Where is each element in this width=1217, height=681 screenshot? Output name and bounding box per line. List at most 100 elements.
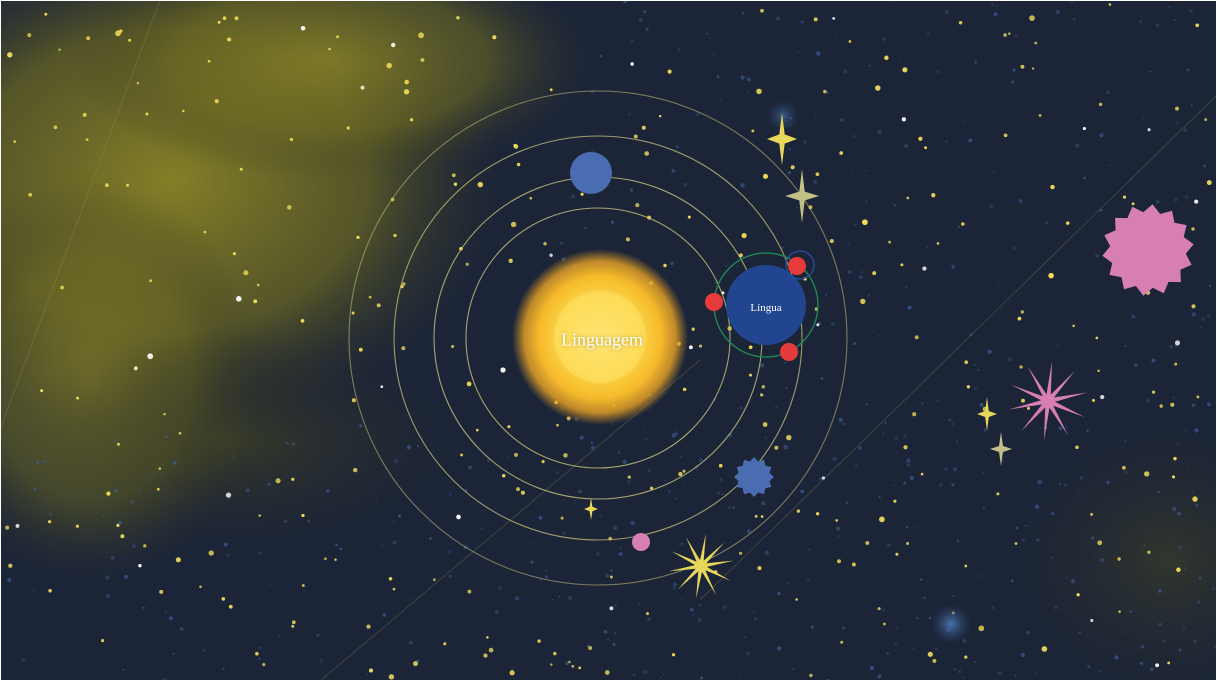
dust-dot xyxy=(808,548,810,551)
star-dot xyxy=(291,620,296,625)
dust-dot xyxy=(646,617,652,622)
dust-dot xyxy=(903,481,907,485)
star-dot xyxy=(1029,15,1035,21)
dust-dot xyxy=(1063,435,1065,437)
dust-dot xyxy=(1079,475,1084,480)
star-dot xyxy=(101,639,105,643)
dust-dot xyxy=(1195,64,1197,67)
star-dot xyxy=(549,88,553,92)
star-dot xyxy=(748,345,753,350)
dust-dot xyxy=(865,403,868,406)
star-dot xyxy=(563,453,568,458)
dust-dot xyxy=(648,97,651,100)
star-dot xyxy=(467,589,472,594)
dust-dot xyxy=(974,661,977,664)
star-dot xyxy=(217,20,221,24)
star-dot xyxy=(256,283,260,287)
dust-dot xyxy=(1086,429,1089,432)
dust-dot xyxy=(578,489,582,494)
dust-dot xyxy=(994,495,996,497)
star-dot xyxy=(966,385,971,389)
dust-dot xyxy=(692,613,695,617)
dust-dot xyxy=(997,671,1002,676)
dust-dot xyxy=(1106,480,1110,484)
star-dot xyxy=(476,428,479,432)
star-dot xyxy=(53,125,58,130)
star-dot xyxy=(1175,106,1179,111)
dust-dot xyxy=(747,91,749,93)
dust-dot xyxy=(881,608,885,612)
yellow-sparkle xyxy=(977,397,997,431)
dust-dot xyxy=(987,349,992,355)
dust-dot xyxy=(668,490,671,493)
pink-star xyxy=(1008,361,1088,441)
dust-dot xyxy=(1095,254,1099,258)
star-dot xyxy=(571,664,575,668)
star-dot xyxy=(1072,324,1075,328)
dust-dot xyxy=(1140,644,1145,649)
dust-dot xyxy=(788,148,791,151)
star-dot xyxy=(906,542,910,545)
dust-dot xyxy=(397,514,402,518)
star-dot xyxy=(1196,395,1200,399)
dust-dot xyxy=(802,140,807,145)
dust-dot xyxy=(884,421,888,425)
dust-dot xyxy=(797,51,799,53)
dust-dot xyxy=(698,458,703,462)
dust-dot xyxy=(1193,639,1197,644)
dust-dot xyxy=(392,540,397,545)
star-dot xyxy=(13,140,17,143)
dust-dot xyxy=(800,489,805,494)
moon-ring xyxy=(785,250,815,280)
dust-dot xyxy=(1185,430,1187,432)
star-dot xyxy=(1152,390,1156,394)
dust-dot xyxy=(1020,652,1025,658)
dust-dot xyxy=(665,576,668,579)
dust-dot xyxy=(906,458,911,463)
dust-dot xyxy=(326,489,330,493)
dust-dot xyxy=(810,625,814,629)
dust-dot xyxy=(1008,357,1013,362)
dust-dot xyxy=(480,527,484,531)
star-dot xyxy=(757,566,762,571)
dust-dot xyxy=(1191,490,1194,494)
dust-dot xyxy=(486,459,490,463)
star-dot xyxy=(815,172,820,176)
star-dot xyxy=(649,486,654,490)
dust-dot xyxy=(1024,524,1027,527)
star-dot xyxy=(403,89,410,95)
dust-dot xyxy=(1012,68,1016,72)
star-dot xyxy=(1176,567,1181,573)
dust-dot xyxy=(989,204,994,209)
star-dot xyxy=(516,487,520,492)
star-dot xyxy=(300,319,305,323)
dust-dot xyxy=(775,405,778,408)
dust-dot xyxy=(1185,68,1190,72)
dust-dot xyxy=(406,445,412,450)
blue-badge-shape xyxy=(734,457,774,497)
star-dot xyxy=(253,299,258,304)
star-dot xyxy=(508,258,513,263)
dust-dot xyxy=(164,609,168,614)
dust-dot xyxy=(555,470,559,475)
star-dot xyxy=(207,59,211,63)
dust-dot xyxy=(786,581,790,585)
star-dot xyxy=(635,203,640,208)
dust-dot xyxy=(680,542,684,546)
star-dot xyxy=(687,215,691,219)
dust-dot xyxy=(392,520,395,523)
star-dot xyxy=(829,239,834,244)
dust-dot xyxy=(375,500,378,503)
dust-dot xyxy=(622,459,627,465)
dust-dot xyxy=(740,75,745,80)
dust-dot xyxy=(1189,9,1193,13)
dust-dot xyxy=(800,20,804,24)
star-dot xyxy=(182,109,185,113)
dust-dot xyxy=(1106,90,1110,95)
dust-dot xyxy=(33,487,37,491)
star-dot xyxy=(143,544,147,548)
dust-dot xyxy=(953,667,957,672)
star-dot xyxy=(906,196,910,200)
dust-dot xyxy=(1068,652,1070,654)
star-dot xyxy=(872,271,877,276)
